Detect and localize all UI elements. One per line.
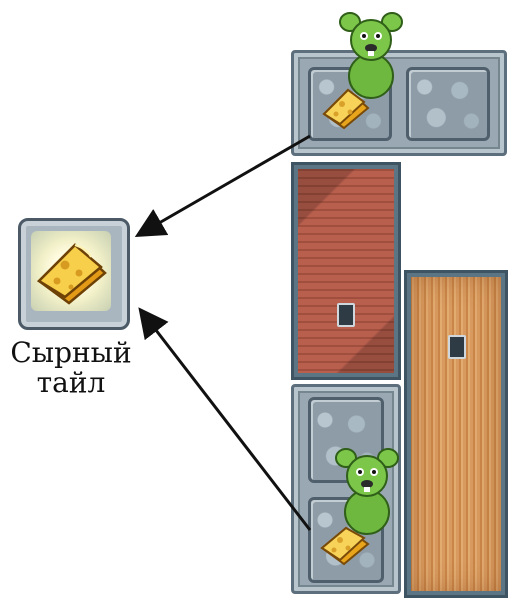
cheese-icon — [320, 526, 370, 566]
arrow-bottom — [138, 307, 312, 531]
cheese-tile-background — [31, 231, 111, 311]
legend-label-line1: Сырный — [10, 336, 132, 369]
chimney-icon — [448, 335, 466, 359]
legend-label-line2: тайл — [36, 366, 106, 399]
stone-tile-top — [291, 50, 507, 156]
arrow-top — [134, 134, 311, 237]
stone-cell-top-right — [406, 67, 490, 141]
chimney-icon — [337, 303, 355, 327]
mouse-figure-icon — [335, 448, 399, 535]
cheese-icon — [36, 243, 107, 305]
cheese-tile-legend — [18, 218, 130, 330]
cheese-icon — [322, 88, 370, 130]
mouse-figure-icon — [339, 12, 403, 99]
red-roof-tile — [291, 162, 401, 380]
straw-roof-tile — [404, 270, 508, 598]
